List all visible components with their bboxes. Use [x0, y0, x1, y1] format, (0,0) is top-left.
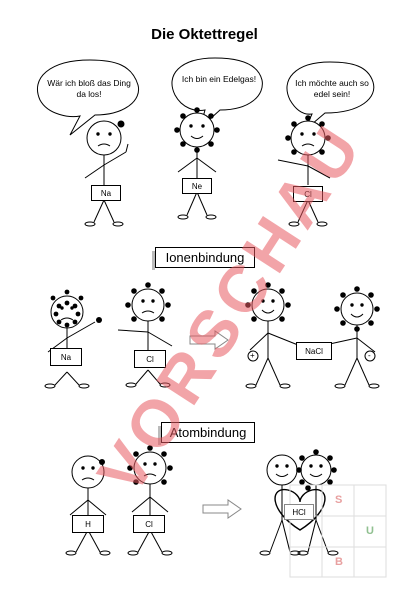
heart-outline [274, 488, 326, 531]
hydrogen-figure [65, 455, 111, 556]
sodium-figure-ionic [44, 295, 96, 389]
arrow-covalent [202, 499, 242, 519]
label-na-top: Na [91, 185, 121, 201]
chloride-ion-electrons [334, 286, 380, 332]
sodium-electrons-ionic [50, 289, 84, 328]
chlorine-electrons-top [285, 115, 331, 155]
chlorine-electrons-ionic [125, 282, 171, 322]
bubble-text-na: Wär ich bloß das Ding da los! [47, 78, 131, 99]
stamp-letter-b: B [335, 556, 343, 568]
neon-figure-top [177, 112, 217, 220]
chlorine-electrons-covalent [127, 445, 173, 485]
label-h: H [72, 515, 104, 533]
page-title: Die Oktettregel [151, 26, 258, 43]
hcl-molecule-figures [259, 454, 339, 556]
label-nacl: NaCl [296, 342, 332, 360]
section-ionic-bond: Ionenbindung [152, 247, 255, 270]
stamp-letter-s: S [335, 494, 343, 506]
chloride-ion-figure [324, 292, 380, 389]
hcl-electrons [296, 449, 337, 491]
label-cl-covalent: Cl [133, 515, 165, 533]
neon-electrons-top [174, 107, 220, 153]
label-na-ionic: Na [50, 348, 82, 366]
section-covalent-bond: Atombindung [158, 422, 255, 445]
sodium-ion-electrons [245, 282, 291, 322]
label-cl-ionic: Cl [134, 350, 166, 368]
bubble-text-ne: Ich bin ein Edelgas! [181, 74, 257, 84]
chlorine-figure-ionic [117, 288, 173, 388]
sodium-ion-figure [245, 288, 299, 389]
minus-sign: - [368, 351, 371, 360]
arrow-ionic [189, 330, 229, 350]
label-cl-top: Cl [293, 186, 323, 202]
hydrogen-electron [99, 459, 105, 465]
sodium-figure-top [84, 120, 129, 227]
label-hcl: HCl [284, 504, 314, 520]
transferred-electron [96, 317, 102, 323]
plus-sign: + [250, 351, 255, 360]
publisher-stamp-grid [289, 484, 387, 578]
chlorine-figure-top [277, 120, 331, 227]
label-ne-top: Ne [182, 178, 212, 194]
bubble-text-cl: Ich möchte auch so edel sein! [295, 78, 369, 99]
stamp-letter-u: U [366, 525, 374, 537]
speech-bubble-na [37, 59, 140, 136]
chlorine-figure-covalent [127, 451, 173, 556]
